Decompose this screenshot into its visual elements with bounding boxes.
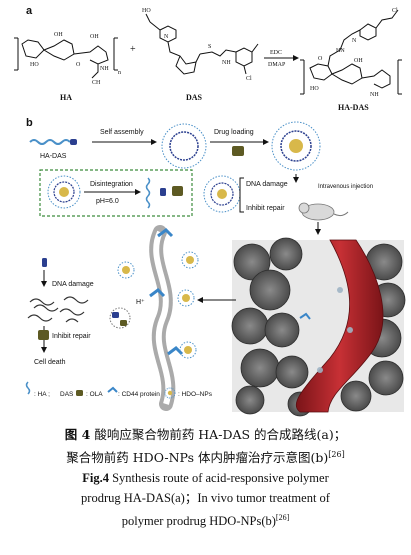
ha-ho: HO <box>30 62 39 68</box>
ha-das-label: HA-DAS <box>40 153 67 160</box>
ola-drug-icon <box>232 146 244 156</box>
ha-nh: NH <box>100 66 109 72</box>
legend: : HA ; DAS : OLA : CD44 protein : HDO–NP… <box>25 381 213 399</box>
blood-vessel <box>295 239 384 413</box>
mid-micelle <box>203 175 241 213</box>
ha-das-drug-end <box>70 139 77 145</box>
ha-oh1: OH <box>54 32 63 38</box>
caption-en-line3: polymer prodrug HDO-NPs(b) <box>121 514 276 529</box>
caption-en-1: Fig.4 Synthesis route of acid-responsive… <box>0 468 411 488</box>
hadas-nh: NH <box>370 92 379 98</box>
figure: a OH OH HO O NH CH n HA + HO N S NH Cl D… <box>14 5 406 417</box>
plus-sign: + <box>130 44 136 55</box>
caption-cn-2: 聚合物前药 HDO-NPs 体内肿瘤治疗示意图(b)[26] <box>0 445 411 468</box>
released-chain <box>145 177 151 209</box>
inhibit-repair2-label: Inhibit repair <box>52 333 91 340</box>
panel-b-label: b <box>26 117 33 129</box>
caption-cn-1: 图 4 酸响应聚合物前药 HA-DAS 的合成路线(a)； <box>0 425 411 445</box>
ha-o: O <box>76 62 81 68</box>
legend-ola: : OLA <box>86 391 103 398</box>
dna-fragments <box>27 296 89 323</box>
iv-label: Intravenous injection <box>318 184 373 190</box>
caption-en-3: polymer prodrug HDO-NPs(b)[26] <box>0 508 411 531</box>
caption-cn-line1: 酸响应聚合物前药 HA-DAS 的合成路线(a)； <box>94 427 347 442</box>
ha-structure <box>14 37 118 79</box>
caption-en-ref: [26] <box>275 513 290 523</box>
das-in-cell <box>42 258 47 267</box>
figure-caption: 图 4 酸响应聚合物前药 HA-DAS 的合成路线(a)； 聚合物前药 HDO-… <box>0 425 411 531</box>
das-hn: NH <box>222 60 231 66</box>
disintegration-box <box>39 169 193 217</box>
released-ola <box>172 186 183 196</box>
self-assembly-label: Self assembly <box>100 129 144 136</box>
ha-das-name: HA-DAS <box>338 103 369 112</box>
released-das <box>160 188 166 196</box>
cell-death-label: Cell death <box>34 359 66 366</box>
loaded-micelle <box>271 121 321 171</box>
tumor-tissue <box>231 237 406 417</box>
box-micelle <box>47 175 81 209</box>
membrane-helix <box>149 225 184 411</box>
caption-cn-fig: 图 4 <box>64 427 91 442</box>
ha-name: HA <box>60 93 72 102</box>
ola-in-cell <box>38 330 49 340</box>
das-cl: Cl <box>246 76 252 82</box>
das-ho: HO <box>142 8 151 14</box>
hadas-o: O <box>318 56 323 62</box>
inhibit-repair-label: Inhibit repair <box>246 205 285 212</box>
legend-das: DAS <box>60 391 74 398</box>
reagent-edc: EDC <box>270 50 282 56</box>
hadas-hn: HN <box>336 48 345 54</box>
das-name: DAS <box>186 93 203 102</box>
legend-cd44: : CD44 protein <box>118 391 160 398</box>
hadas-oh: OH <box>354 58 363 64</box>
ha-das-structure <box>300 9 402 95</box>
cell-micelles <box>109 251 199 359</box>
caption-cn-line2: 聚合物前药 HDO-NPs 体内肿瘤治疗示意图(b) <box>66 450 329 466</box>
das-s: S <box>208 44 211 50</box>
ha-ch3: CH <box>92 80 101 86</box>
disintegration-label: Disintegration <box>90 181 133 188</box>
caption-en-line2: prodrug HA-DAS(a)；In vivo tumor treatmen… <box>81 491 330 506</box>
legend-hdo: : HDO–NPs <box>178 391 213 398</box>
h-plus-label: H⁺ <box>136 299 145 306</box>
drug-loading-label: Drug loading <box>214 129 254 136</box>
hadas-cl: Cl <box>392 8 398 14</box>
das-n1: N <box>164 34 169 40</box>
ha-oh2: OH <box>90 34 99 40</box>
mouse-icon <box>298 202 349 221</box>
reagent-dmap: DMAP <box>268 62 286 68</box>
empty-micelle <box>161 123 207 169</box>
legend-ha: : HA ; <box>34 391 50 398</box>
dna-damage-label: DNA damage <box>246 181 288 188</box>
hadas-ho: HO <box>310 86 319 92</box>
caption-en-2: prodrug HA-DAS(a)；In vivo tumor treatmen… <box>0 488 411 508</box>
caption-cn-ref: [26] <box>328 450 345 459</box>
ha-das-chain <box>29 139 71 145</box>
ph-label: pH=6.0 <box>96 198 119 205</box>
caption-en-fig: Fig.4 <box>82 471 109 486</box>
das-structure <box>145 13 259 75</box>
hadas-n: N <box>352 38 357 44</box>
dna-damage2-label: DNA damage <box>52 281 94 288</box>
panel-a-label: a <box>26 5 33 17</box>
caption-en-line1: Synthesis route of acid-responsive polym… <box>112 471 329 486</box>
ha-n: n <box>118 70 121 76</box>
